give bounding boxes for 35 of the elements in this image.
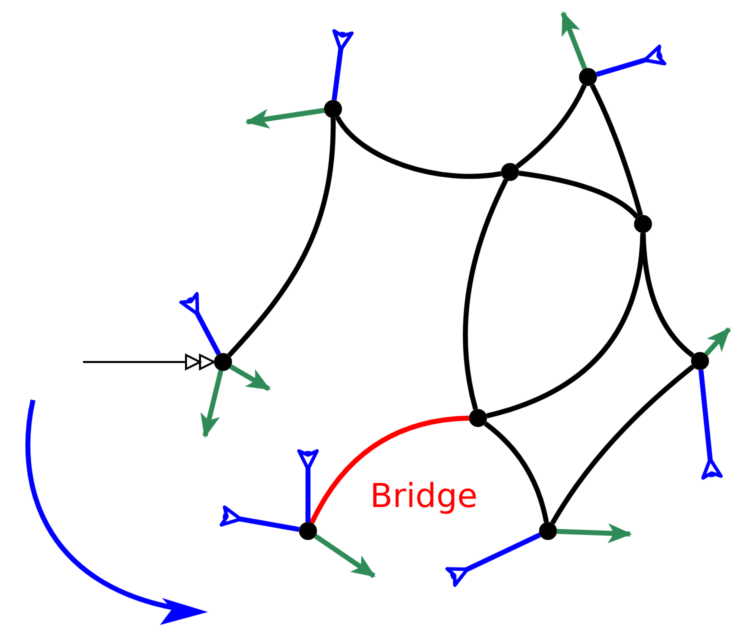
arrow <box>445 532 541 587</box>
arrow <box>179 292 221 356</box>
graph-vertex <box>634 215 652 233</box>
graph-edge <box>590 84 644 216</box>
arrow <box>220 505 300 532</box>
graph-vertex <box>324 100 342 118</box>
graph-edge <box>518 170 639 219</box>
arrow <box>314 534 376 578</box>
graph-edge <box>310 416 470 524</box>
arrow <box>230 364 271 392</box>
graph-vertex <box>501 163 519 181</box>
graph-vertex <box>579 68 597 86</box>
graph-vertex <box>691 352 709 370</box>
graph-vertex <box>469 409 487 427</box>
arrow <box>245 108 324 129</box>
graph-vertex <box>539 522 557 540</box>
arrow <box>704 327 731 356</box>
graph-edge <box>550 364 694 524</box>
graph-edge <box>486 232 646 418</box>
arrow <box>200 370 224 438</box>
arrow <box>556 523 632 544</box>
arrow <box>596 44 666 77</box>
graph-edge <box>516 84 587 168</box>
arrow <box>297 449 319 522</box>
arrow <box>560 11 588 70</box>
arrow <box>332 29 354 100</box>
arrow <box>698 370 723 480</box>
graph-edge <box>484 421 549 523</box>
graph-edge <box>640 232 694 358</box>
edge-label: Bridge <box>370 478 478 514</box>
graph-vertex <box>214 353 232 371</box>
graph-edge <box>462 178 508 410</box>
graph-edge <box>227 118 336 358</box>
graph-edge <box>335 116 502 179</box>
graph-vertex <box>299 522 317 540</box>
